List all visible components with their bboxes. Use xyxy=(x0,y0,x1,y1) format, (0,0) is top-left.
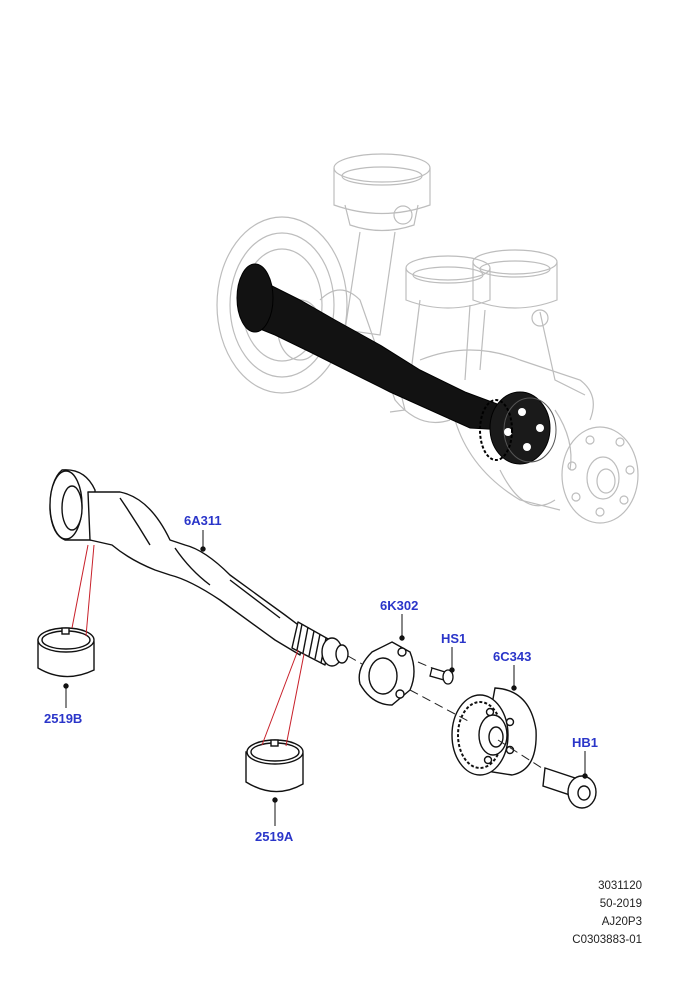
bearing-front-part[interactable] xyxy=(37,627,95,678)
reference-line-3: AJ20P3 xyxy=(601,916,642,928)
camshaft-part[interactable] xyxy=(49,469,349,667)
piston-3 xyxy=(472,249,586,396)
camshaft-highlight-front-lobe xyxy=(236,263,274,333)
thrust-plate-part[interactable] xyxy=(358,641,415,706)
camshaft-highlight xyxy=(236,263,557,465)
crank-flange-ghost xyxy=(561,426,639,524)
callout-thrust-plate[interactable]: 6K302 xyxy=(380,598,419,613)
camshaft-spline xyxy=(291,621,331,666)
sprocket-bolt-part[interactable] xyxy=(542,767,597,809)
callout-sprocket-bolt[interactable]: HB1 xyxy=(572,735,599,750)
piston-1 xyxy=(333,153,431,336)
assembly-centerlines xyxy=(347,655,546,771)
callout-thrust-plate-screw[interactable]: HS1 xyxy=(441,631,467,646)
engine-assembly-ghost xyxy=(216,153,639,524)
reference-line-4: C0303883-01 xyxy=(572,934,642,946)
callout-bearing-rear[interactable]: 2519A xyxy=(255,829,294,844)
thrust-plate-screw-part[interactable] xyxy=(429,667,454,685)
bearing-leader-lines xyxy=(71,544,305,747)
piston-2 xyxy=(405,255,491,381)
bearing-rear-part[interactable] xyxy=(245,739,304,793)
callout-camshaft[interactable]: 6A311 xyxy=(184,513,222,528)
sprocket-highlight xyxy=(479,391,557,465)
reference-line-1: 3031120 xyxy=(598,880,642,892)
camshaft-highlight-body xyxy=(247,266,506,431)
callout-bearing-front[interactable]: 2519B xyxy=(44,711,83,726)
callout-leader-lines xyxy=(63,530,588,826)
callout-sprocket[interactable]: 6C343 xyxy=(493,649,532,664)
sprocket-part[interactable] xyxy=(451,687,537,776)
reference-line-2: 50-2019 xyxy=(599,898,642,910)
